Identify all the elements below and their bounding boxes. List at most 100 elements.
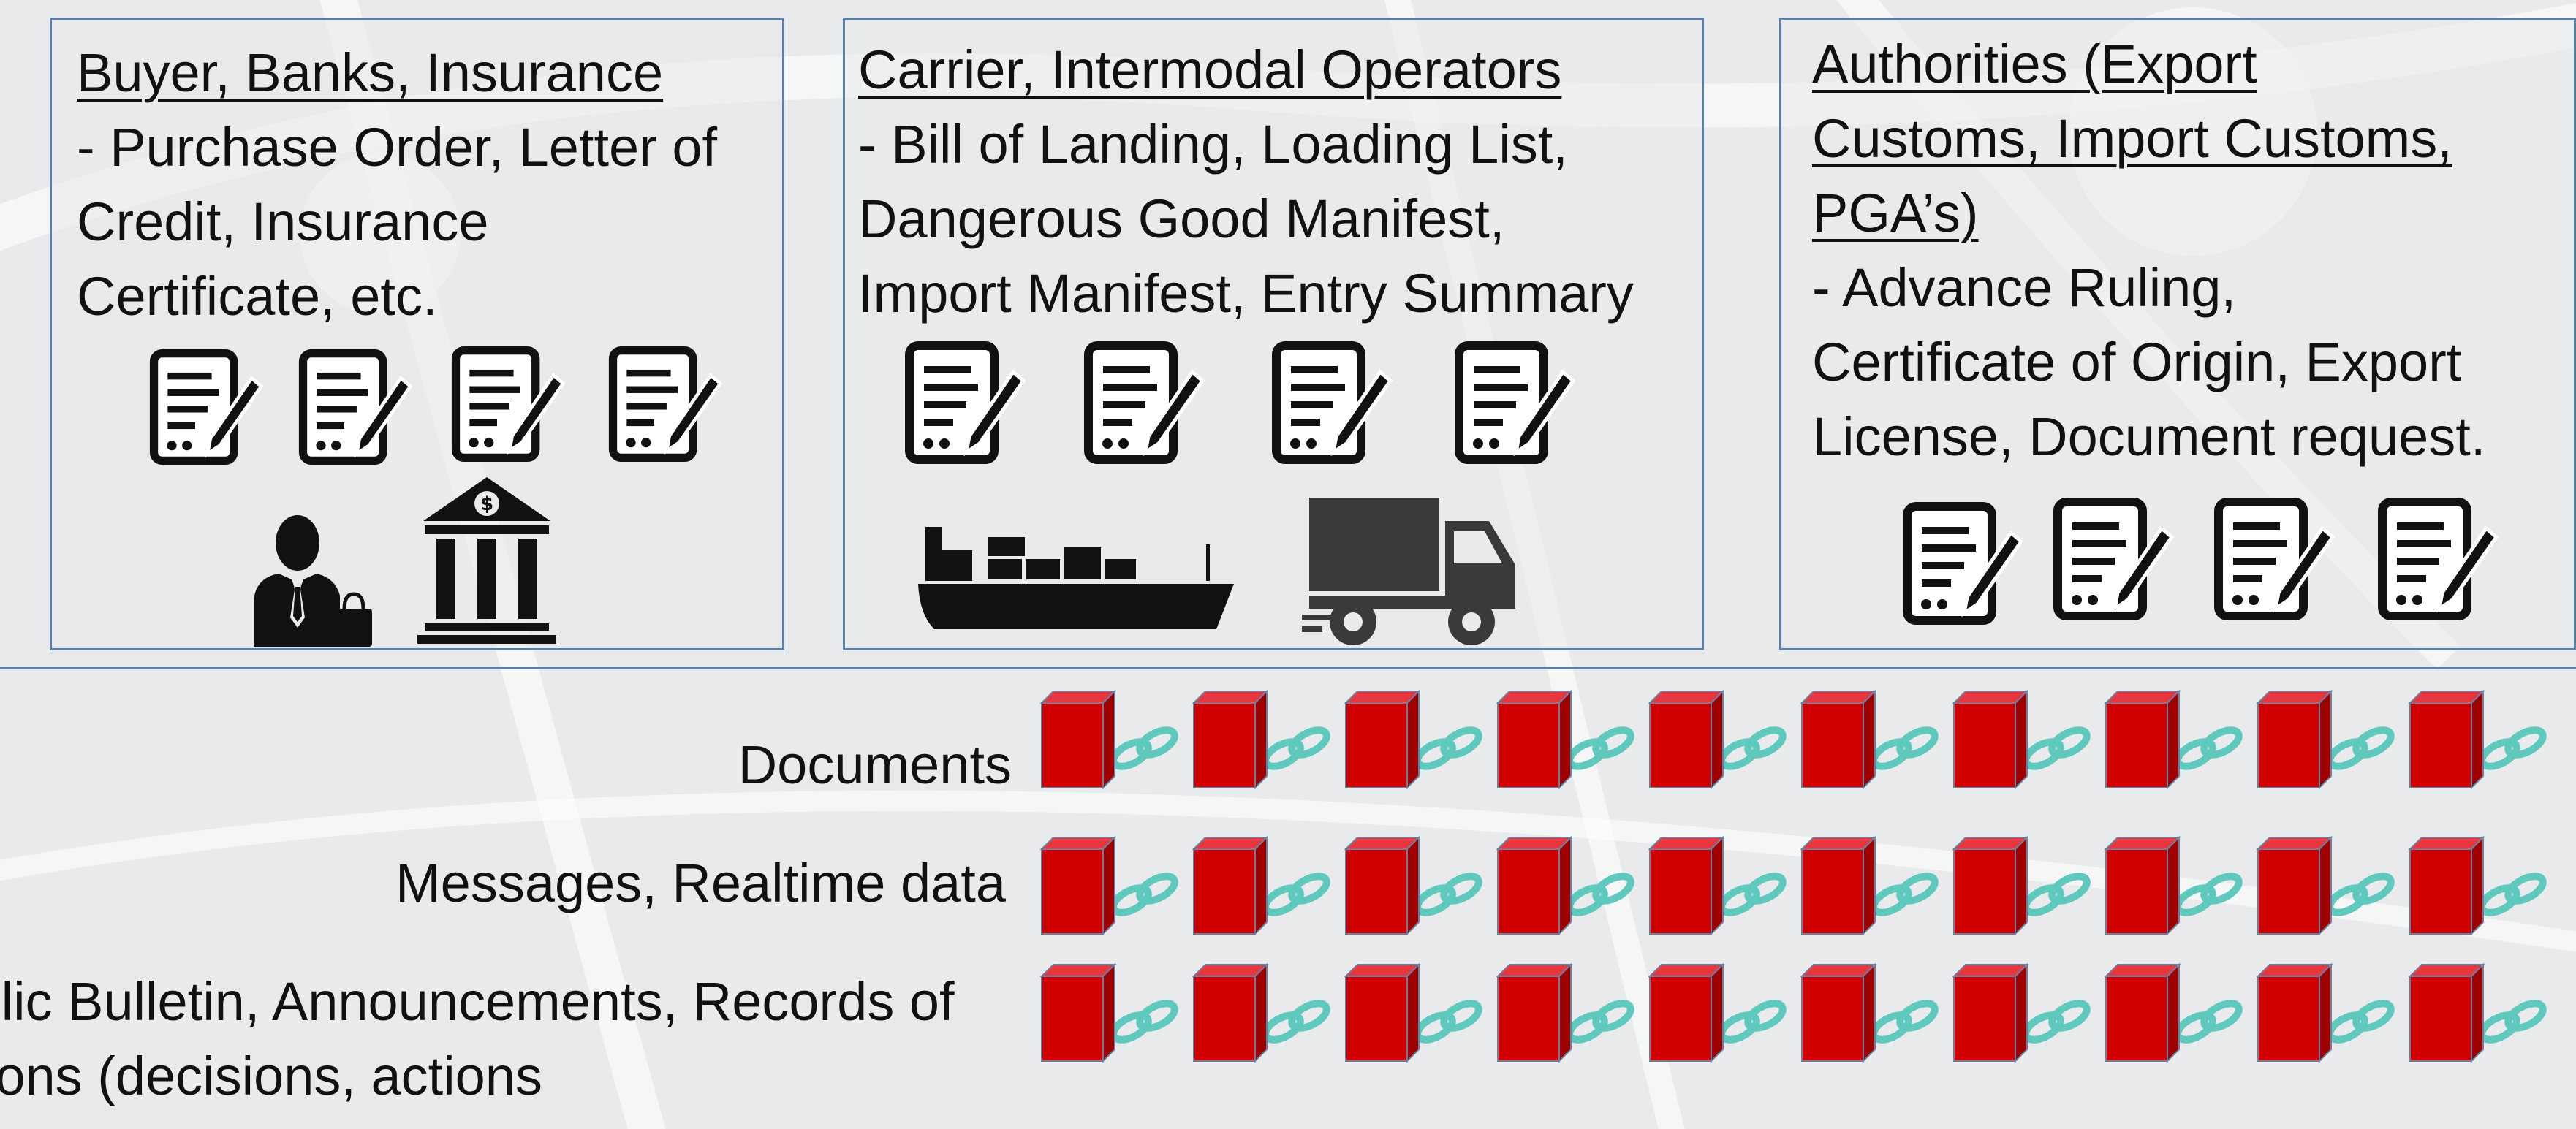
messages-blockchain-row	[0, 836, 2576, 946]
authority-panel-heading: PGA’s)	[1812, 183, 1979, 243]
chain-link-icon	[1262, 873, 1330, 916]
document-edit-icon	[1272, 341, 1393, 464]
block-cube-icon	[1192, 963, 1269, 1063]
chain-link-icon	[2478, 726, 2547, 770]
block-cube-icon	[1192, 836, 1269, 936]
block-cube-icon	[1952, 963, 2029, 1063]
block-cube-icon	[1648, 836, 1725, 936]
block-cube-icon	[1344, 963, 1421, 1063]
chain-link-icon	[2022, 873, 2091, 916]
document-edit-icon	[2214, 498, 2336, 620]
authority-panel-line: Certificate of Origin, Export	[1812, 332, 2462, 392]
block-cube-icon	[1344, 836, 1421, 936]
buyer-banks-insurance-panel: Buyer, Banks, Insurance - Purchase Order…	[50, 18, 784, 650]
block-cube-icon	[1952, 690, 2029, 790]
document-edit-icon	[1455, 341, 1576, 464]
document-edit-icon	[1903, 502, 2024, 625]
row-label-line: Messages, Realtime data	[395, 853, 1006, 913]
chain-link-icon	[1718, 873, 1787, 916]
block-cube-icon	[2408, 836, 2485, 936]
chain-link-icon	[2478, 1000, 2547, 1044]
document-edit-icon	[149, 349, 264, 465]
block-cube-icon	[1800, 836, 1877, 936]
chain-link-icon	[1110, 1000, 1178, 1044]
block-cube-icon	[1800, 963, 1877, 1063]
chain-link-icon	[1110, 726, 1178, 770]
block-cube-icon	[1648, 963, 1725, 1063]
chain-link-icon	[1414, 726, 1482, 770]
chain-link-icon	[2174, 726, 2243, 770]
row-label-line: Public Bulletin, Announcements, Records …	[0, 971, 955, 1032]
document-edit-icon	[298, 349, 413, 465]
block-cube-icon	[1039, 963, 1117, 1063]
chain-link-icon	[1718, 726, 1787, 770]
block-cube-icon	[1952, 836, 2029, 936]
block-cube-icon	[2408, 963, 2485, 1063]
chain-link-icon	[2326, 726, 2395, 770]
authority-panel-heading: Authorities (Export	[1812, 34, 2257, 94]
buyer-panel-line: Certificate, etc.	[77, 266, 438, 327]
block-cube-icon	[2256, 963, 2333, 1063]
chain-link-icon	[2478, 873, 2547, 916]
document-edit-icon	[905, 341, 1026, 464]
authority-panel-line: - Advance Ruling,	[1812, 257, 2237, 318]
block-cube-icon	[2408, 690, 2485, 790]
chain-link-icon	[1566, 1000, 1634, 1044]
row-label-line: Actions (decisions, actions	[0, 1046, 542, 1106]
authorities-panel: Authorities (Export Customs, Import Cust…	[1779, 18, 2576, 650]
block-cube-icon	[2256, 690, 2333, 790]
row-label-line: Documents	[738, 734, 1012, 795]
chain-link-icon	[1110, 873, 1178, 916]
document-edit-icon	[2053, 498, 2175, 620]
chain-link-icon	[1414, 1000, 1482, 1044]
chain-link-icon	[1870, 873, 1939, 916]
chain-link-icon	[1566, 873, 1634, 916]
chain-link-icon	[2174, 873, 2243, 916]
block-cube-icon	[2104, 690, 2181, 790]
document-edit-icon	[1084, 341, 1205, 464]
chain-link-icon	[2022, 1000, 2091, 1044]
document-edit-icon	[451, 346, 566, 463]
authority-panel-text: Authorities (Export Customs, Import Cust…	[1812, 27, 2485, 474]
businessman-icon	[254, 515, 372, 647]
chain-link-icon	[2174, 1000, 2243, 1044]
blockchain-graphic	[1039, 836, 2547, 936]
chain-link-icon	[2022, 726, 2091, 770]
carrier-panel-line: - Bill of Landing, Loading List,	[858, 114, 1568, 175]
block-cube-icon	[2256, 836, 2333, 936]
cargo-ship-icon	[918, 527, 1234, 629]
carrier-panel-heading: Carrier, Intermodal Operators	[858, 39, 1562, 100]
block-cube-icon	[1496, 690, 1573, 790]
carrier-panel-line: Import Manifest, Entry Summary	[858, 263, 1634, 324]
chain-link-icon	[2326, 1000, 2395, 1044]
buyer-panel-text: Buyer, Banks, Insurance - Purchase Order…	[77, 36, 717, 334]
block-cube-icon	[1039, 836, 1117, 936]
chain-link-icon	[1718, 1000, 1787, 1044]
block-cube-icon	[1192, 690, 1269, 790]
bank-icon: $	[417, 477, 556, 644]
messages-row-label: Messages, Realtime data	[395, 846, 1006, 921]
block-cube-icon	[1496, 836, 1573, 936]
block-cube-icon	[1648, 690, 1725, 790]
chain-link-icon	[1262, 726, 1330, 770]
document-edit-icon	[2378, 498, 2499, 620]
chain-link-icon	[2326, 873, 2395, 916]
chain-link-icon	[1414, 873, 1482, 916]
documents-row-label: Documents	[738, 728, 1012, 802]
truck-icon	[1302, 498, 1515, 645]
svg-text:$: $	[480, 493, 493, 515]
block-cube-icon	[2104, 963, 2181, 1063]
buyer-panel-line: Credit, Insurance	[77, 191, 489, 252]
buyer-panel-line: - Purchase Order, Letter of	[77, 117, 718, 178]
chain-link-icon	[1262, 1000, 1330, 1044]
blockchain-graphic	[1039, 963, 2547, 1063]
documents-blockchain-row	[0, 690, 2576, 799]
carrier-panel-line: Dangerous Good Manifest,	[858, 189, 1505, 249]
block-cube-icon	[2104, 836, 2181, 936]
block-cube-icon	[1039, 690, 1117, 790]
chain-link-icon	[1870, 726, 1939, 770]
authority-panel-heading: Customs, Import Customs,	[1812, 108, 2452, 169]
block-cube-icon	[1800, 690, 1877, 790]
block-cube-icon	[1344, 690, 1421, 790]
bulletin-row-label: Public Bulletin, Announcements, Records …	[0, 965, 955, 1114]
